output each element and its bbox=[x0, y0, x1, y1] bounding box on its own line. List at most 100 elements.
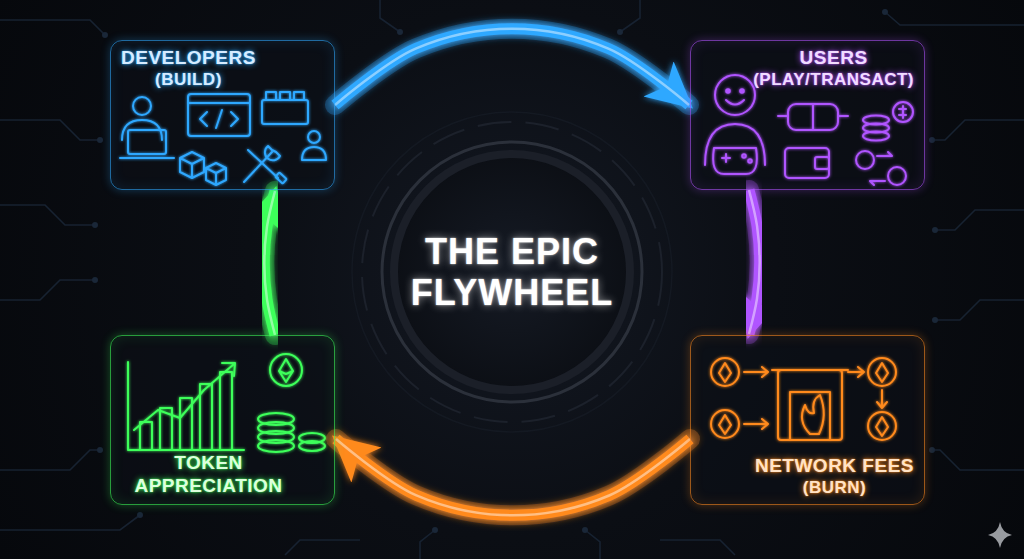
circuit-pads bbox=[92, 277, 98, 283]
sparkle-watermark bbox=[988, 522, 1012, 548]
token-icons bbox=[220, 372, 232, 450]
circuit-traces bbox=[0, 515, 140, 530]
stage-subheading: (BURN) bbox=[755, 478, 914, 498]
user-icons bbox=[722, 154, 730, 162]
token-icons bbox=[134, 364, 234, 430]
stage-subheading: (PLAY/TRANSACT) bbox=[753, 70, 914, 90]
circuit-pads bbox=[582, 527, 588, 533]
circuit-pads bbox=[97, 447, 103, 453]
circuit-traces bbox=[0, 205, 95, 225]
circuit-traces bbox=[420, 530, 435, 559]
fee-burn-icons bbox=[802, 395, 824, 434]
connector-core bbox=[264, 191, 275, 335]
developer-icons bbox=[133, 97, 151, 115]
flywheel-arrow bbox=[335, 29, 689, 105]
connector-group bbox=[336, 439, 690, 515]
developer-icons bbox=[180, 152, 204, 178]
stage-heading: NETWORK FEES bbox=[755, 455, 914, 478]
developer-icons bbox=[248, 150, 278, 178]
hub-rings bbox=[352, 112, 672, 432]
fee-burn-icons bbox=[711, 410, 739, 438]
circuit-pads bbox=[432, 527, 438, 533]
circuit-traces bbox=[0, 20, 105, 35]
user-icons bbox=[870, 152, 892, 185]
circuit-pads bbox=[92, 222, 98, 228]
developer-icons bbox=[266, 92, 276, 100]
user-icons bbox=[893, 102, 913, 122]
flywheel-stage-box: DEVELOPERS(BUILD) bbox=[110, 40, 335, 190]
title-wrapper: THE EPIC FLYWHEEL bbox=[382, 231, 642, 314]
circuit-pads bbox=[932, 317, 938, 323]
circuit-traces bbox=[932, 120, 1024, 140]
developer-icons bbox=[120, 92, 326, 185]
connector-halo bbox=[336, 439, 690, 515]
token-icons bbox=[270, 354, 302, 386]
fee-burn-icons bbox=[744, 419, 768, 429]
stage-label-group: USERS(PLAY/TRANSACT) bbox=[753, 47, 914, 90]
user-icons bbox=[815, 157, 829, 169]
fee-burn-icons bbox=[848, 367, 864, 377]
circuit-traces bbox=[660, 540, 735, 555]
user-icons bbox=[726, 89, 730, 93]
circuit-traces bbox=[285, 540, 360, 555]
developer-icons bbox=[308, 131, 320, 143]
circuit-pads bbox=[932, 227, 938, 233]
circuit-traces bbox=[0, 280, 95, 300]
connector-halo bbox=[335, 29, 689, 105]
circuit-traces bbox=[585, 530, 600, 559]
fee-burn-icons bbox=[719, 363, 731, 382]
token-icons bbox=[128, 354, 325, 452]
fee-burn-icons bbox=[711, 358, 739, 386]
circuit-traces bbox=[620, 0, 640, 32]
user-icons bbox=[888, 167, 906, 185]
flywheel-arrow bbox=[749, 190, 760, 334]
user-icons bbox=[705, 75, 913, 185]
panel-fills bbox=[111, 336, 334, 504]
hub-rings bbox=[382, 142, 642, 402]
circuit-pads bbox=[137, 512, 143, 518]
stage-label-group: TOKEN APPRECIATION bbox=[121, 452, 296, 498]
developer-icons bbox=[200, 110, 238, 128]
fee-burn-icons bbox=[868, 412, 896, 440]
developer-icons bbox=[188, 94, 250, 136]
hub-rings bbox=[362, 122, 662, 422]
fee-burn-icons bbox=[868, 358, 896, 386]
developer-icons bbox=[294, 92, 304, 100]
user-icons bbox=[742, 154, 746, 158]
fee-burn-icons bbox=[778, 370, 842, 440]
connector-halo bbox=[749, 190, 760, 334]
connector-core bbox=[336, 439, 690, 515]
panel-fills bbox=[111, 41, 924, 504]
developer-icons bbox=[120, 157, 174, 159]
panel-fills bbox=[691, 336, 924, 504]
user-icons bbox=[785, 148, 829, 178]
circuit-pads bbox=[929, 137, 935, 143]
developer-icons bbox=[280, 92, 290, 100]
circuit-traces bbox=[932, 450, 1024, 470]
user-icons bbox=[726, 100, 744, 105]
token-icons bbox=[222, 363, 235, 376]
flywheel-stage-box: USERS(PLAY/TRANSACT) bbox=[690, 40, 925, 190]
user-icons bbox=[856, 151, 874, 169]
circuit-traces bbox=[935, 300, 1024, 320]
stage-label-group: DEVELOPERS(BUILD) bbox=[121, 47, 256, 90]
user-icons bbox=[748, 159, 752, 163]
circuit-traces bbox=[380, 0, 400, 32]
circuit-traces bbox=[0, 450, 100, 470]
developer-icons bbox=[206, 163, 226, 185]
developer-icons bbox=[188, 102, 250, 104]
fee-burn-icons bbox=[876, 417, 888, 436]
panel-fills bbox=[691, 41, 924, 189]
token-icons bbox=[128, 362, 244, 450]
flywheel-stage-box: NETWORK FEES(BURN) bbox=[690, 335, 925, 505]
circuit-pads bbox=[92, 9, 938, 533]
panel-fills bbox=[111, 41, 334, 189]
token-icons bbox=[258, 413, 294, 425]
token-icons bbox=[140, 422, 152, 450]
developer-icons bbox=[244, 152, 272, 182]
circuit-pads bbox=[617, 29, 623, 35]
circuit-traces bbox=[935, 210, 1024, 230]
connector-core bbox=[749, 190, 760, 334]
